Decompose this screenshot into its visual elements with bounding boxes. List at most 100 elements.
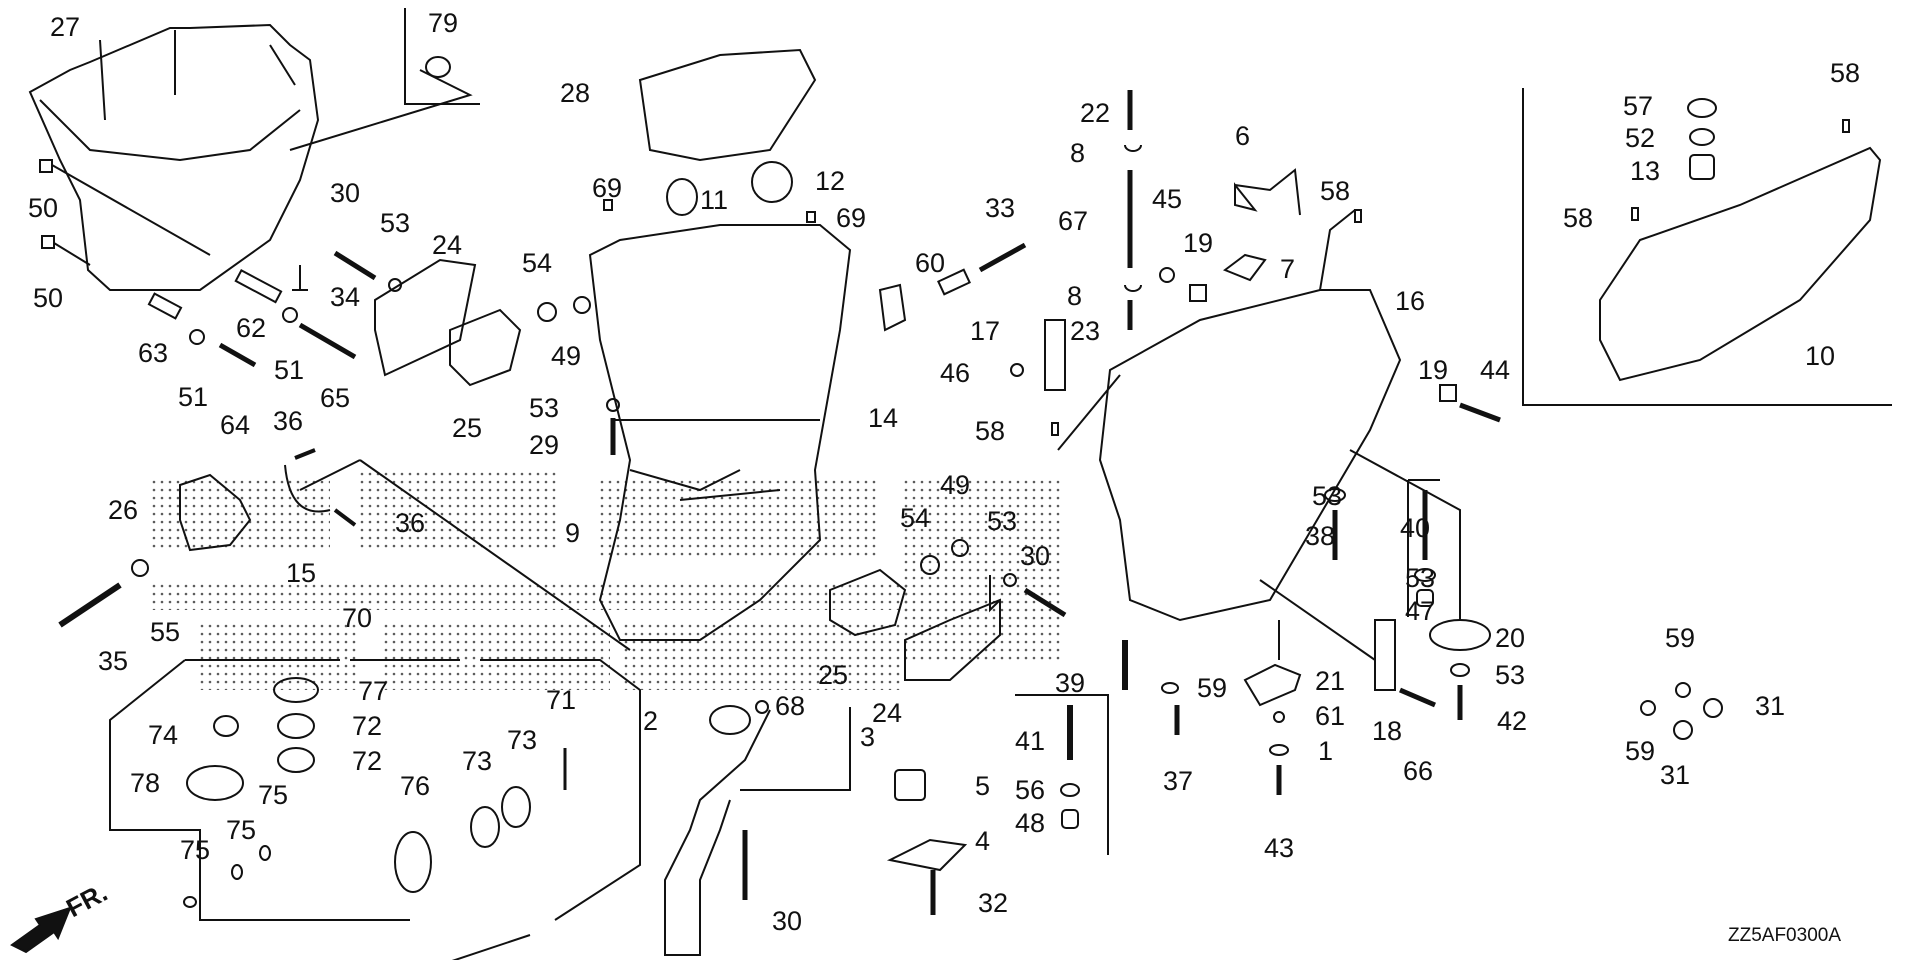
part-30-bolt-a[interactable]: [333, 250, 377, 281]
part-7-clip[interactable]: [1222, 253, 1267, 282]
part-17-grille[interactable]: [1044, 319, 1066, 391]
part-73-seal-a[interactable]: [470, 806, 500, 848]
callout-1[interactable]: 1: [1318, 736, 1334, 766]
part-15-wire[interactable]: [284, 464, 331, 513]
part-11-seal[interactable]: [666, 178, 698, 216]
callout-2[interactable]: 2: [643, 706, 659, 736]
part-76-oring[interactable]: [394, 831, 432, 893]
callout-23[interactable]: 23: [1070, 316, 1101, 346]
callout-68[interactable]: 68: [775, 691, 806, 721]
part-73-seal-b[interactable]: [501, 786, 531, 828]
part-4-plate[interactable]: [886, 838, 968, 872]
callout-34[interactable]: 34: [330, 282, 361, 312]
callout-57[interactable]: 57: [1623, 91, 1654, 121]
callout-44[interactable]: 44: [1480, 355, 1511, 385]
callout-52[interactable]: 52: [1625, 123, 1656, 153]
part-8-clip-a[interactable]: [1124, 144, 1142, 152]
callout-18[interactable]: 18: [1372, 716, 1403, 746]
part-26-cover[interactable]: [179, 473, 252, 552]
callout-35[interactable]: 35: [98, 646, 129, 676]
part-36-screw-b[interactable]: [333, 508, 357, 527]
part-74-bushing[interactable]: [213, 715, 239, 737]
callout-53[interactable]: 53: [529, 393, 560, 423]
part-36-screw-a[interactable]: [294, 448, 316, 460]
callout-45[interactable]: 45: [1152, 184, 1183, 214]
callout-64[interactable]: 64: [220, 410, 251, 440]
callout-79[interactable]: 79: [428, 8, 459, 38]
callout-19[interactable]: 19: [1183, 228, 1214, 258]
callout-13[interactable]: 13: [1630, 156, 1661, 186]
callout-21[interactable]: 21: [1315, 666, 1346, 696]
callout-39[interactable]: 39: [1055, 668, 1086, 698]
part-31-screw-a[interactable]: [1703, 698, 1723, 718]
part-59-oring-b[interactable]: [1675, 682, 1691, 698]
callout-78[interactable]: 78: [130, 768, 161, 798]
callout-14[interactable]: 14: [868, 403, 899, 433]
callout-36[interactable]: 36: [273, 406, 304, 436]
part-8-clip-b[interactable]: [1124, 284, 1142, 292]
part-34-grommet[interactable]: [292, 265, 308, 291]
callout-59[interactable]: 59: [1197, 673, 1228, 703]
callout-53[interactable]: 53: [380, 208, 411, 238]
callout-75[interactable]: 75: [226, 815, 257, 845]
callout-37[interactable]: 37: [1163, 766, 1194, 796]
part-75-oring-b[interactable]: [231, 864, 243, 880]
part-28-gasket[interactable]: [638, 48, 817, 162]
callout-33[interactable]: 33: [985, 193, 1016, 223]
part-30-bolt-b[interactable]: [1023, 587, 1067, 618]
part-24-cover-a[interactable]: [374, 258, 477, 377]
callout-58[interactable]: 58: [1320, 176, 1351, 206]
callout-70[interactable]: 70: [342, 603, 373, 633]
part-2-grommet[interactable]: [709, 705, 751, 735]
part-49-nut-b[interactable]: [951, 539, 969, 557]
part-61-collar[interactable]: [1273, 711, 1285, 723]
part-25-fitting-b[interactable]: [829, 568, 907, 637]
callout-24[interactable]: 24: [872, 698, 903, 728]
part-19-plate-a[interactable]: [1189, 284, 1207, 302]
part-20-plate[interactable]: [1429, 619, 1491, 651]
callout-42[interactable]: 42: [1497, 706, 1528, 736]
part-54-washer-a[interactable]: [537, 302, 557, 322]
callout-75[interactable]: 75: [258, 780, 289, 810]
part-21-anode[interactable]: [1243, 663, 1302, 707]
callout-54[interactable]: 54: [522, 248, 553, 278]
part-52-washer[interactable]: [1689, 128, 1715, 146]
part-57-seal[interactable]: [1687, 98, 1717, 118]
part-44-bolt[interactable]: [1459, 402, 1501, 423]
part-62-collar[interactable]: [234, 269, 283, 304]
callout-31[interactable]: 31: [1660, 760, 1691, 790]
callout-19[interactable]: 19: [1418, 355, 1449, 385]
callout-59[interactable]: 59: [1665, 623, 1696, 653]
part-69-dowel-a[interactable]: [603, 199, 613, 211]
callout-53[interactable]: 53: [1405, 563, 1436, 593]
part-19-plate-b[interactable]: [1439, 384, 1457, 402]
callout-53[interactable]: 53: [987, 506, 1018, 536]
callout-72[interactable]: 72: [352, 711, 383, 741]
part-79-plug[interactable]: [425, 56, 451, 78]
part-9-extension-case[interactable]: [588, 224, 852, 641]
callout-69[interactable]: 69: [836, 203, 867, 233]
callout-30[interactable]: 30: [1020, 541, 1051, 571]
callout-22[interactable]: 22: [1080, 98, 1111, 128]
part-65-bolt[interactable]: [298, 322, 357, 360]
callout-53[interactable]: 53: [1312, 481, 1343, 511]
callout-24[interactable]: 24: [432, 230, 463, 260]
part-33-bolt[interactable]: [978, 242, 1027, 273]
part-77-oring[interactable]: [273, 677, 319, 703]
part-56-washer[interactable]: [1060, 783, 1080, 797]
callout-73[interactable]: 73: [507, 725, 538, 755]
callout-55[interactable]: 55: [150, 617, 181, 647]
part-1-washer[interactable]: [1269, 744, 1289, 756]
part-58-dowel-d[interactable]: [1842, 119, 1850, 133]
part-78-oring[interactable]: [186, 765, 244, 801]
callout-50[interactable]: 50: [28, 193, 59, 223]
callout-69[interactable]: 69: [592, 173, 623, 203]
callout-51[interactable]: 51: [274, 355, 305, 385]
part-51-washer-b[interactable]: [282, 307, 298, 323]
callout-46[interactable]: 46: [940, 358, 971, 388]
part-24-cover-b[interactable]: [904, 598, 1001, 681]
part-14-bracket[interactable]: [878, 283, 907, 332]
callout-61[interactable]: 61: [1315, 701, 1346, 731]
callout-71[interactable]: 71: [546, 685, 577, 715]
callout-50[interactable]: 50: [33, 283, 64, 313]
